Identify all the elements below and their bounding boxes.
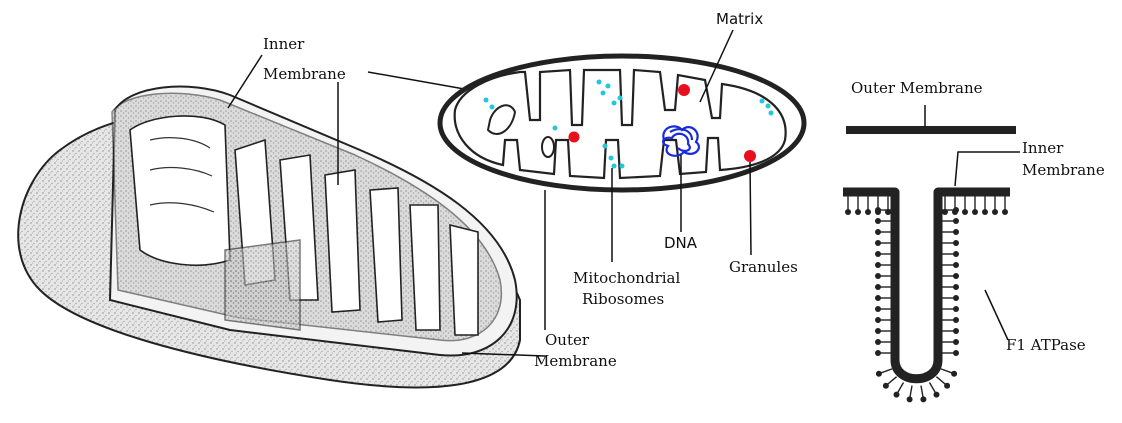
cutaway-outer-label-2: Membrane [534,352,617,370]
cutaway-inner-label-1: Inner [263,35,305,53]
f1-atpase-particles [845,196,1008,402]
atpase-head [875,284,881,290]
atpase-head [972,209,978,215]
outer-membrane-bar [846,126,1016,134]
detail-inner-label-1: Inner [1022,139,1064,157]
ribosomes-label-2: Ribosomes [582,290,664,308]
atpase-head [1002,209,1008,215]
atpase-head [953,317,959,323]
granules-label: Granules [729,258,798,276]
atpase-head [894,392,900,398]
atpase-head [875,240,881,246]
atpase-head [845,209,851,215]
atpase-head [992,209,998,215]
atpase-head [865,209,871,215]
atpase-head [875,218,881,224]
atpase-head [953,284,959,290]
atpase-head [953,295,959,301]
atpase-head [953,218,959,224]
cutaway-outer-label-1: Outer [545,331,590,349]
matrix-label: Matrix [716,10,763,28]
atpase-head [875,251,881,257]
atpase-head [875,306,881,312]
atpase-leader [985,290,1008,340]
atpase-head [953,273,959,279]
atpase-head [982,209,988,215]
atpase-head [934,392,940,398]
atpase-head [944,383,950,389]
atpase-head [875,273,881,279]
atpase-head [883,383,889,389]
cut-edge [225,240,300,330]
atpase-head [953,240,959,246]
atpase-head [876,371,882,377]
atpase-head [953,306,959,312]
dna-label: DNA [664,234,698,252]
atpase-head [875,229,881,235]
atpase-head [953,262,959,268]
atpase-head [953,328,959,334]
inner-membrane-fold [843,192,1010,379]
atpase-label: F1 ATPase [1006,336,1086,354]
cutaway-inner-label-2: Membrane [263,65,346,83]
atpase-head [953,207,959,213]
atpase-head [875,328,881,334]
atpase-head [953,339,959,345]
atpase-head [953,350,959,356]
atpase-head [962,209,968,215]
detail-inner-label-2: Membrane [1022,161,1105,179]
atpase-head [875,339,881,345]
detail-outer-label: Outer Membrane [851,79,983,97]
atpase-head [875,295,881,301]
membrane-detail [843,105,1020,402]
atpase-head [953,251,959,257]
atpase-head [920,396,926,402]
inner-membrane-leader [955,152,1020,186]
atpase-head [875,317,881,323]
atpase-head [875,207,881,213]
atpase-head [951,371,957,377]
atpase-head [855,209,861,215]
atpase-head [907,396,913,402]
atpase-head [875,350,881,356]
atpase-head [953,229,959,235]
ribosomes-label-1: Mitochondrial [573,269,680,287]
atpase-head [875,262,881,268]
